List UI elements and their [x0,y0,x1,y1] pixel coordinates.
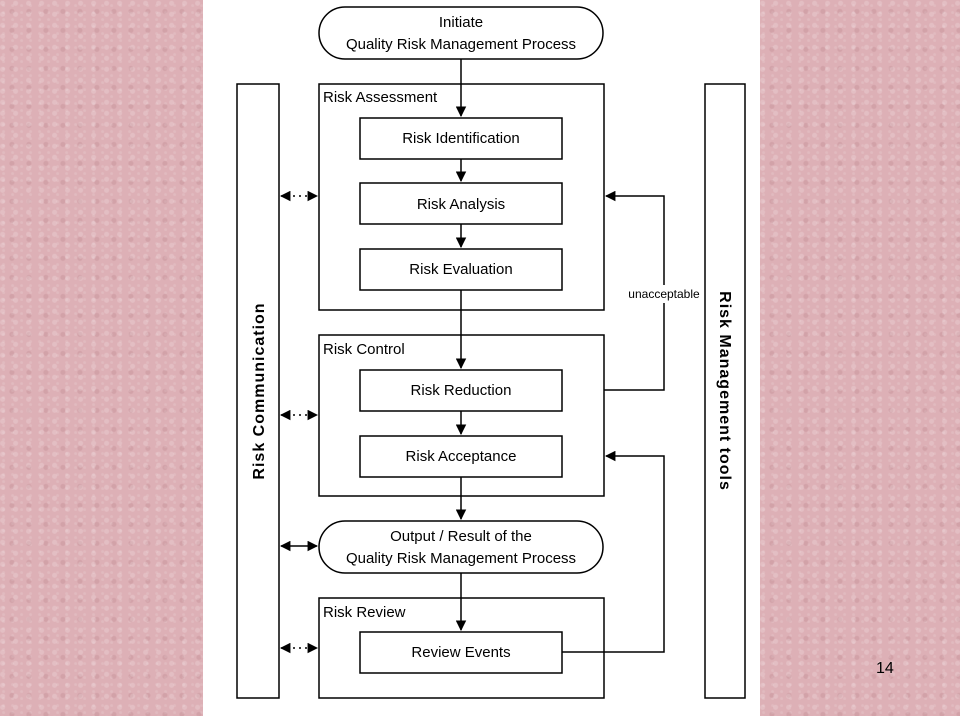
risk-evaluation-box [359,248,563,291]
risk-identification-box [359,117,563,160]
risk-assessment-title: Risk Assessment [323,89,438,106]
risk-communication-label: Risk Communication [251,302,268,479]
risk-communication-bar [236,83,280,699]
review-events-box [359,631,563,674]
review-events-label: Review Events [411,644,510,661]
risk-analysis-box [359,182,563,225]
risk-acceptance-label: Risk Acceptance [406,448,517,465]
risk-management-tools-bar [704,83,746,699]
risk-control-title: Risk Control [323,341,405,358]
initiate-line1: Initiate [439,14,483,31]
initiate-line2: Quality Risk Management Process [346,36,576,53]
left-background-panel [0,0,203,716]
unacceptable-label: unacceptable [628,287,700,301]
right-background-panel [760,0,960,716]
unacceptable-label-bg [622,285,704,303]
risk-reduction-label: Risk Reduction [411,382,512,399]
risk-management-tools-label: Risk Management tools [716,291,733,491]
page-number: 14 [876,660,894,677]
risk-evaluation-label: Risk Evaluation [409,261,512,278]
risk-identification-label: Risk Identification [402,130,520,147]
risk-analysis-label: Risk Analysis [417,196,505,213]
communication-links [279,190,319,654]
output-line2: Quality Risk Management Process [346,550,576,567]
risk-reduction-box [359,369,563,412]
output-line1: Output / Result of the [390,528,532,545]
risk-acceptance-box [359,435,563,478]
risk-review-title: Risk Review [323,604,406,621]
